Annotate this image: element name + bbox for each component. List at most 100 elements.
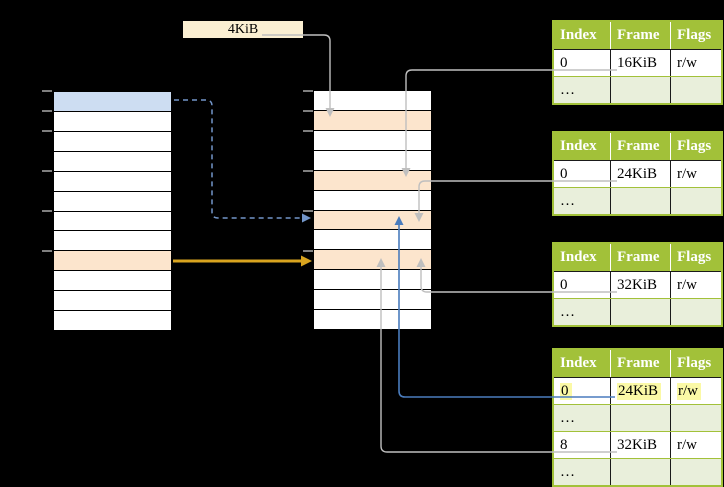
flags-cell: r/w [670, 378, 721, 404]
header-frame: Frame [610, 350, 670, 377]
memory-row-white [54, 151, 171, 172]
header-index: Index [560, 355, 597, 371]
index-cell: … [560, 303, 575, 320]
index-cell: … [560, 409, 575, 426]
address-tick [42, 130, 52, 132]
memory-row-white [54, 111, 171, 132]
header-index: Index [560, 27, 597, 43]
header-index: Index [560, 249, 597, 265]
level1-page-table-2: Index Frame Flags 0 24KiB r/w … [552, 131, 723, 216]
memory-row-white [54, 271, 171, 292]
page-size-label: 4KiB [183, 21, 303, 38]
address-tick [303, 250, 313, 252]
index-cell: … [560, 463, 575, 480]
table-row: 0 24KiB r/w [554, 160, 721, 187]
frame-cell [610, 459, 670, 485]
address-tick [303, 110, 313, 112]
dashed-translation-arrow [174, 99, 302, 219]
level1-page-table-1: Index Frame Flags 0 16KiB r/w … [552, 20, 723, 105]
table-header-row: Index Frame Flags [554, 244, 721, 271]
address-tick [42, 90, 52, 92]
ellipsis-row: … [554, 404, 721, 431]
level1-page-table-4: Index Frame Flags 0 24KiB r/w … 8 32KiB … [552, 348, 723, 487]
memory-row-white [314, 91, 431, 111]
header-flags: Flags [670, 22, 721, 49]
memory-row-blue [54, 92, 171, 112]
memory-row-orange [314, 170, 431, 191]
memory-row-white [314, 290, 431, 311]
arrowhead-right-icon [301, 255, 312, 267]
table-header-row: Index Frame Flags [554, 22, 721, 49]
flags-cell [670, 188, 721, 214]
header-flags: Flags [670, 244, 721, 271]
address-tick [303, 90, 313, 92]
flags-cell: r/w [670, 50, 721, 76]
header-index: Index [560, 138, 597, 154]
header-frame: Frame [610, 22, 670, 49]
index-cell: 0 [560, 165, 568, 182]
address-tick [42, 170, 52, 172]
memory-row-white [54, 191, 171, 212]
ellipsis-row: … [554, 76, 721, 103]
ellipsis-row: … [554, 298, 721, 325]
memory-row-white [54, 171, 171, 192]
level2-page-table [313, 90, 432, 330]
memory-row-orange [314, 110, 431, 131]
flags-cell: r/w [670, 432, 721, 458]
table-header-row: Index Frame Flags [554, 133, 721, 160]
table-row: 8 32KiB r/w [554, 431, 721, 458]
index-cell: … [560, 192, 575, 209]
address-tick [42, 210, 52, 212]
memory-row-white [54, 291, 171, 312]
memory-row-white [314, 150, 431, 171]
highlight: r/w [677, 382, 701, 400]
address-tick [303, 210, 313, 212]
table-row: 0 32KiB r/w [554, 271, 721, 298]
memory-row-orange [314, 210, 431, 231]
flags-cell [670, 405, 721, 431]
header-frame: Frame [610, 133, 670, 160]
frame-cell: 32KiB [610, 272, 670, 298]
highlight: 0 [560, 382, 572, 400]
frame-cell: 24KiB [610, 378, 670, 404]
frame-cell [610, 299, 670, 325]
header-frame: Frame [610, 244, 670, 271]
flags-cell: r/w [670, 272, 721, 298]
memory-row-white [314, 190, 431, 211]
table-header-row: Index Frame Flags [554, 350, 721, 377]
memory-row-orange [314, 250, 431, 271]
table-row-highlighted: 0 24KiB r/w [554, 377, 721, 404]
memory-row-white [54, 131, 171, 152]
flags-cell [670, 77, 721, 103]
frame-cell: 16KiB [610, 50, 670, 76]
address-tick [303, 130, 313, 132]
index-cell: 0 [554, 378, 610, 404]
memory-row-orange [54, 251, 171, 272]
address-tick [42, 250, 52, 252]
index-cell: 0 [560, 276, 568, 293]
table-row: 0 16KiB r/w [554, 49, 721, 76]
frame-cell [610, 77, 670, 103]
ellipsis-row: … [554, 187, 721, 214]
level1-page-table-3: Index Frame Flags 0 32KiB r/w … [552, 242, 723, 327]
memory-row-white [314, 230, 431, 251]
index-cell: 0 [560, 54, 568, 71]
flags-cell [670, 459, 721, 485]
ellipsis-row: … [554, 458, 721, 485]
frame-cell [610, 405, 670, 431]
memory-row-white [314, 310, 431, 330]
arrowhead-right-icon [302, 213, 311, 223]
flags-cell: r/w [670, 161, 721, 187]
address-tick [303, 170, 313, 172]
virtual-address-space-table [53, 91, 172, 331]
memory-row-white [314, 130, 431, 151]
memory-row-white [54, 311, 171, 331]
memory-row-white [314, 270, 431, 291]
frame-cell: 32KiB [610, 432, 670, 458]
memory-row-white [54, 211, 171, 232]
index-cell: … [560, 81, 575, 98]
frame-cell [610, 188, 670, 214]
memory-row-white [54, 231, 171, 252]
flags-cell [670, 299, 721, 325]
header-flags: Flags [670, 133, 721, 160]
